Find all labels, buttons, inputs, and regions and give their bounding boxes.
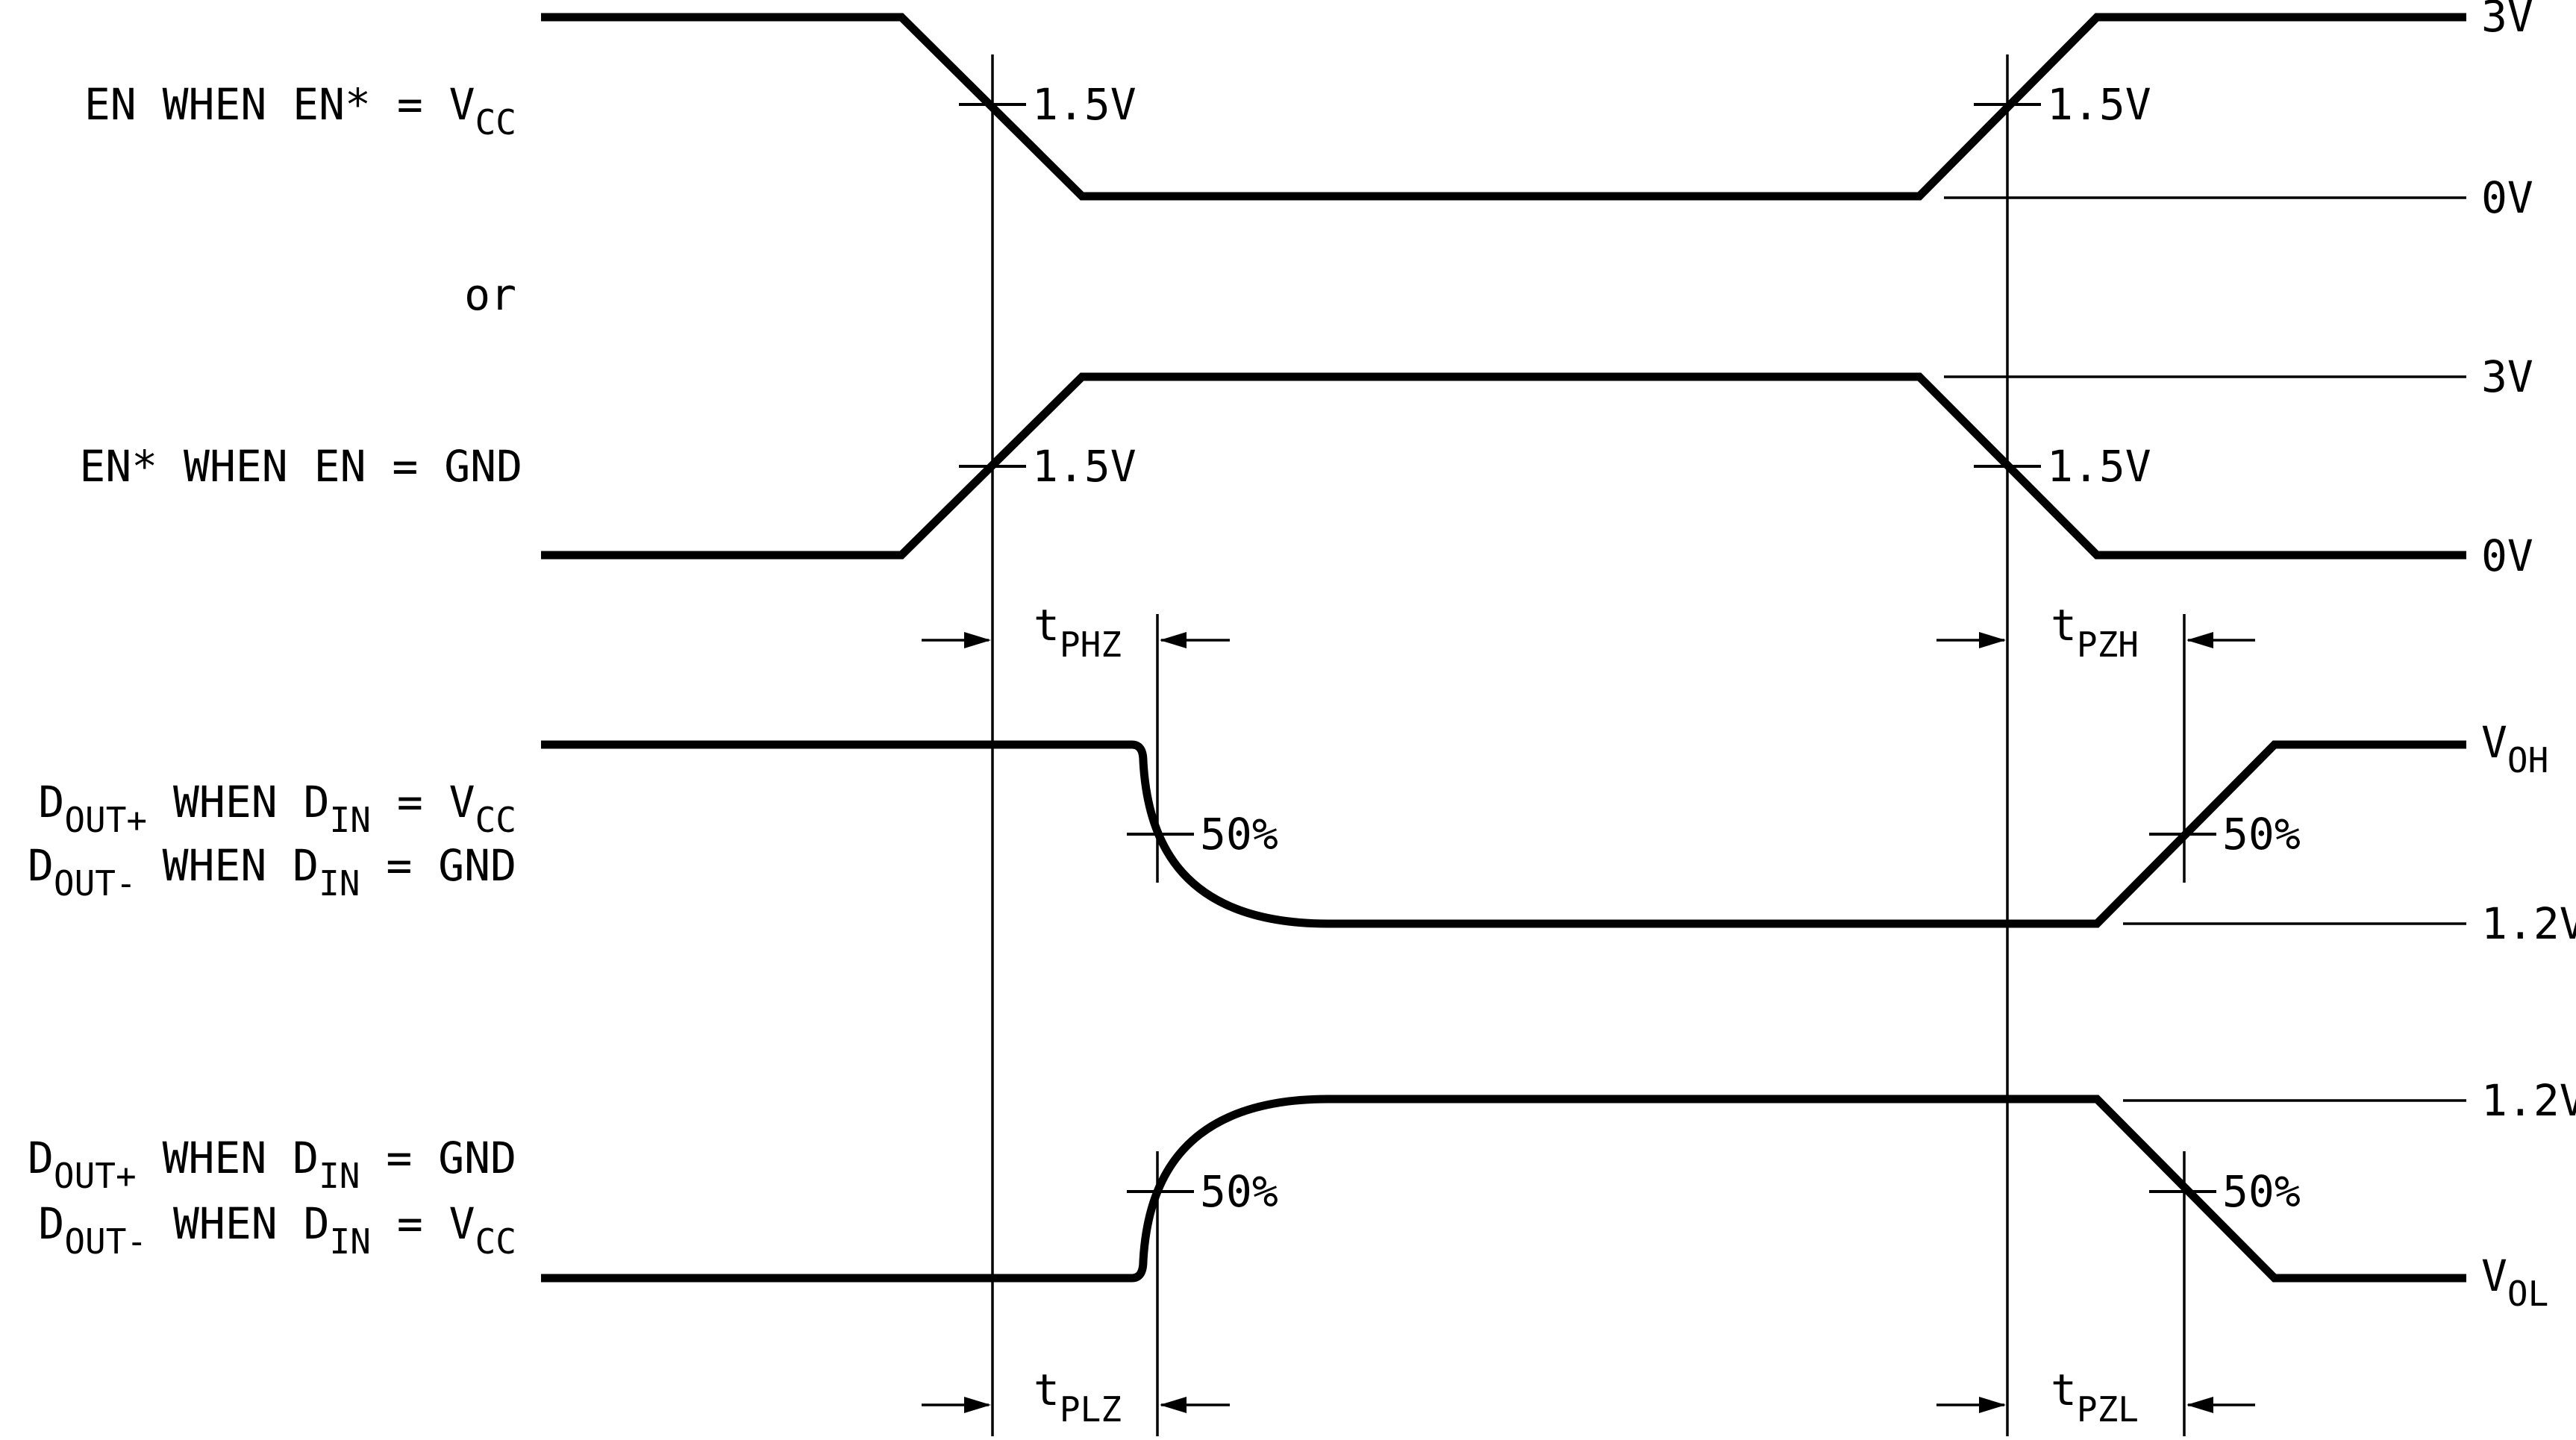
label-en: EN WHEN EN* = VCC [84,79,516,143]
crossing-label-p2: 50% [2222,809,2301,860]
crossing-label-c4: 1.5V [2047,441,2151,492]
crossing-label-p4: 50% [2222,1166,2301,1217]
arrows-tplz [922,1397,1230,1413]
level-r1-low: 0V [2481,172,2533,223]
label-or: or [464,269,516,320]
arrows-tpzl [1936,1397,2255,1413]
level-r1-high: 3V [2481,0,2533,42]
crossing-label-p3: 50% [1200,1166,1278,1217]
crossing-label-c2: 1.5V [2047,79,2151,130]
timing-label-tpzh: tPZH [2051,600,2139,665]
arrows-tpzh [1936,632,2255,648]
level-r2-low: 0V [2481,530,2533,581]
crossing-label-p1: 50% [1200,809,1278,860]
crossing-label-c3: 1.5V [1032,441,1137,492]
level-r4-low: VOL [2481,1250,2548,1314]
level-r4-high: 1.2V [2481,1075,2576,1126]
waveform-en [541,13,2466,201]
timing-label-tphz: tPHZ [1034,600,1122,665]
timing-label-tpzl: tPZL [2051,1365,2139,1430]
arrows-tphz [922,632,1230,648]
waveform-en-star [541,372,2466,560]
label-dout-2b: DOUT- WHEN DIN = VCC [38,1198,516,1262]
label-en-star: EN* WHEN EN = GND [79,441,522,492]
label-dout-1a: DOUT+ WHEN DIN = VCC [38,777,516,840]
waveform-dout-2 [541,1095,2466,1283]
crossing-label-c1: 1.5V [1032,79,1137,130]
level-r2-high: 3V [2481,351,2533,402]
level-r3-low: 1.2V [2481,898,2576,949]
label-dout-2a: DOUT+ WHEN DIN = GND [28,1133,516,1196]
level-r3-high: VOH [2481,717,2548,780]
label-dout-1b: DOUT- WHEN DIN = GND [28,840,516,904]
timing-label-tplz: tPLZ [1034,1365,1122,1430]
